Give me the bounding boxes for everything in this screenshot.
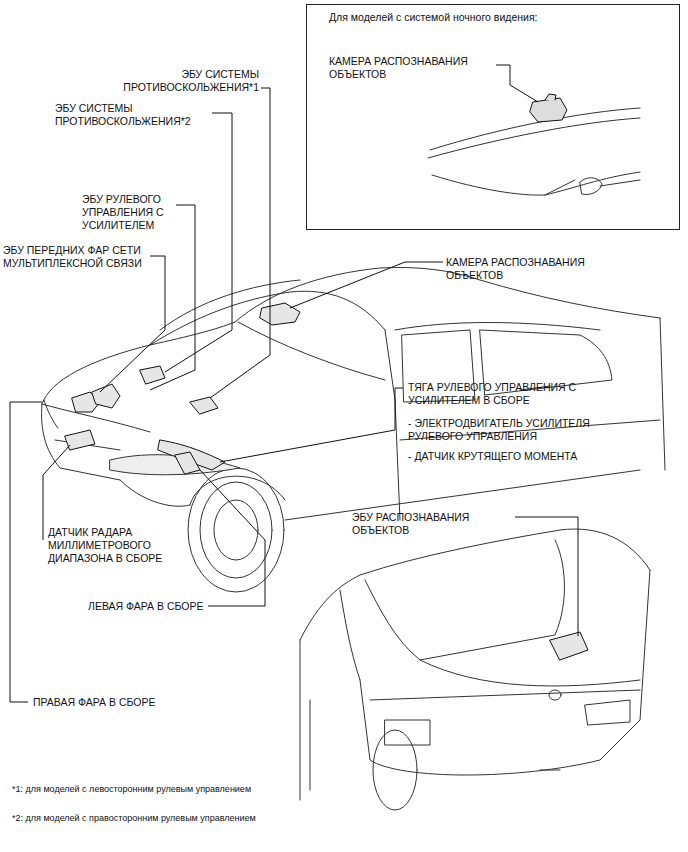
part-name: ЭБУ РАСПОЗНАВАНИЯ ОБЪЕКТОВ (352, 511, 522, 537)
part-name: ПРАВАЯ ФАРА В СБОРЕ (33, 696, 183, 709)
inset-panel: Для моделей с системой ночного видения: К… (306, 4, 680, 230)
part-name: ДАТЧИК РАДАРА МИЛЛИМЕТРОВОГО ДИАПАЗОНА В… (48, 526, 198, 565)
part-name: КАМЕРА РАСПОЗНАВАНИЯ ОБЪЕКТОВ (446, 256, 616, 282)
part-name: ТЯГА РУЛЕВОГО УПРАВЛЕНИЯ С УСИЛИТЕЛЕМ В … (408, 381, 598, 407)
part-name: - ЭЛЕКТРОДВИГАТЕЛЬ УСИЛИТЕЛЯ РУЛЕВОГО УП… (408, 417, 643, 443)
footnote: *2: для моделей с правосторонним рулевым… (12, 813, 412, 824)
footnote: *1: для моделей с левосторонним рулевым … (12, 784, 412, 795)
part-name: КАМЕРА РАСПОЗНАВАНИЯ ОБЪЕКТОВ (329, 55, 499, 81)
part-name: - ДАТЧИК КРУТЯЩЕГО МОМЕНТА (408, 450, 648, 463)
part-name: ЭБУ СИСТЕМЫ ПРОТИВОСКОЛЬЖЕНИЯ*2 (55, 102, 205, 128)
part-name: ЛЕВАЯ ФАРА В СБОРЕ (88, 600, 208, 613)
part-name: ЭБУ СИСТЕМЫ ПРОТИВОСКОЛЬЖЕНИЯ*1 (96, 68, 259, 94)
part-name: ЭБУ ПЕРЕДНИХ ФАР СЕТИ МУЛЬТИПЛЕКСНОЙ СВЯ… (3, 244, 161, 270)
part-name: ЭБУ РУЛЕВОГО УПРАВЛЕНИЯ С УСИЛИТЕЛЕМ (82, 193, 174, 232)
inset-heading: Для моделей с системой ночного видения: (329, 11, 659, 24)
